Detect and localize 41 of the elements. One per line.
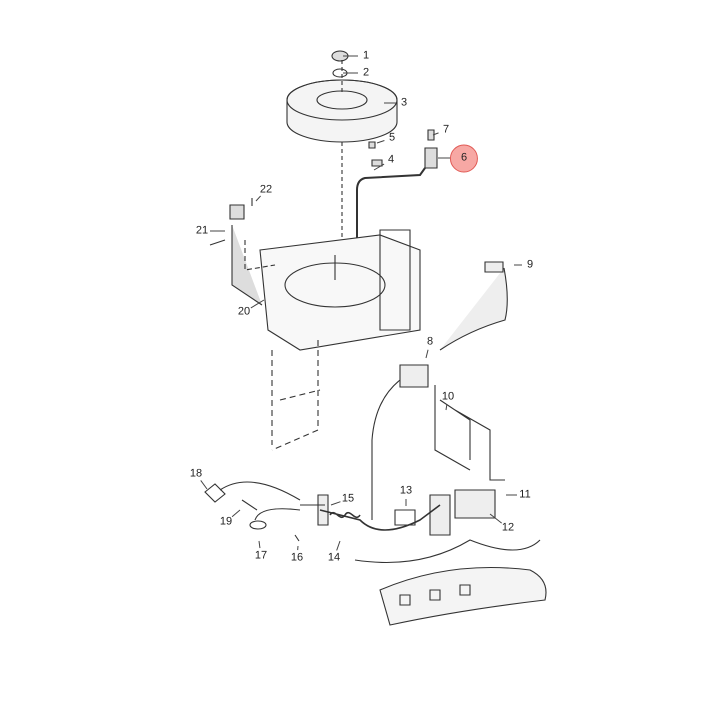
leader-line (210, 230, 226, 232)
leader-line (336, 540, 340, 551)
leader-line (232, 510, 240, 518)
callout-number: 16 (290, 552, 304, 564)
leader-line (200, 480, 208, 490)
leader-line (250, 300, 264, 308)
callout-number: 7 (442, 124, 450, 136)
leader-line (374, 164, 385, 170)
leader-line (384, 102, 396, 104)
callout-number: 12 (502, 522, 514, 534)
leader-line (342, 72, 358, 74)
callout-number: 17 (254, 550, 268, 562)
callout-number: 15 (342, 494, 354, 504)
callout-number: 5 (388, 132, 396, 144)
leader-line (446, 404, 448, 410)
callout-number: 9 (526, 260, 534, 270)
callout-number: 8 (426, 336, 434, 348)
leader-line (514, 264, 522, 266)
leader-line (490, 514, 502, 524)
leader-line (506, 494, 518, 496)
callout-number: 22 (260, 184, 272, 196)
leader-line (256, 195, 262, 202)
callout-number: 14 (328, 552, 340, 564)
callout-number: 6 (460, 152, 468, 164)
callout-number: 11 (519, 490, 531, 500)
callout-number: 20 (238, 306, 250, 318)
leader-line (376, 140, 385, 144)
leader-line (426, 349, 429, 358)
callout-number: 1 (362, 50, 370, 62)
leader-line (297, 546, 298, 551)
callout-number: 3 (400, 98, 408, 108)
leader-line (258, 540, 260, 549)
callout-number: 2 (362, 68, 370, 78)
callout-number: 4 (388, 154, 394, 166)
callout-number: 18 (190, 468, 202, 480)
callout-number: 21 (196, 226, 208, 236)
callout-number: 10 (442, 392, 454, 402)
callout-number: 13 (400, 486, 412, 496)
leader-line (330, 501, 341, 506)
leader-line (432, 132, 440, 136)
callout-number: 19 (220, 516, 232, 528)
